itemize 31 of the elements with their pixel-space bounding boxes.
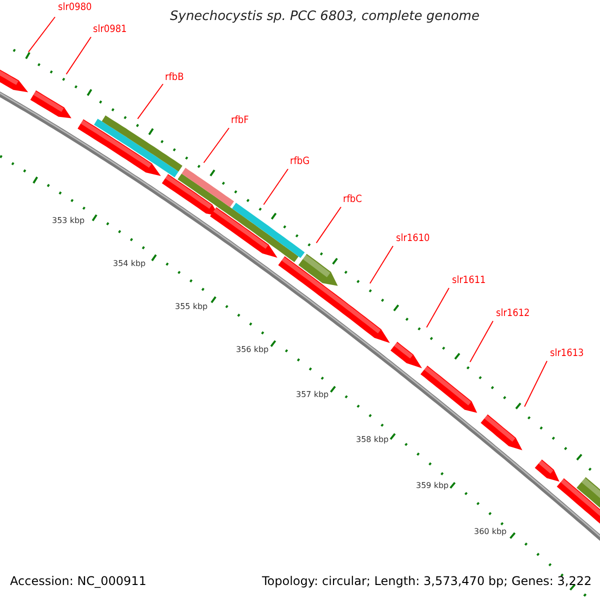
gene-label: slr0980 [58, 3, 92, 13]
gene-label: rfbF [231, 116, 249, 126]
gene-label: slr1610 [396, 234, 430, 244]
scale-label: 357 kbp [296, 391, 329, 399]
gene-label: slr0981 [93, 25, 127, 35]
leader-line [316, 206, 342, 244]
leader-line [263, 168, 288, 206]
scale-label: 354 kbp [113, 260, 146, 268]
leader-line [203, 128, 230, 164]
scale-label: 353 kbp [52, 217, 85, 225]
gene-label: slr1613 [550, 349, 584, 359]
footer-text: Accession: NC_000911 [10, 575, 146, 587]
leader-line [137, 84, 164, 120]
leader-line [28, 16, 56, 52]
gene-label: slr1611 [452, 276, 486, 286]
scale-label: 359 kbp [416, 482, 449, 490]
leader-line [426, 288, 450, 328]
gene-label: rfbB [165, 73, 184, 83]
scale-label: 360 kbp [474, 528, 507, 536]
leader-line [370, 246, 394, 284]
gene-label: rfbC [343, 195, 362, 205]
leader-line [524, 360, 548, 408]
scale-label: 358 kbp [356, 436, 389, 444]
scale-label: 355 kbp [175, 303, 208, 311]
leader-line [470, 320, 494, 363]
leader-line [66, 36, 92, 75]
gene-label: rfbG [290, 157, 310, 167]
diagram-title: Synechocystis sp. PCC 6803, complete genome [170, 10, 480, 23]
gene-label: slr1612 [496, 309, 530, 319]
footer-text: Topology: circular; Length: 3,573,470 bp; Genes: 3,222 [262, 575, 592, 587]
scale-label: 356 kbp [236, 346, 269, 354]
